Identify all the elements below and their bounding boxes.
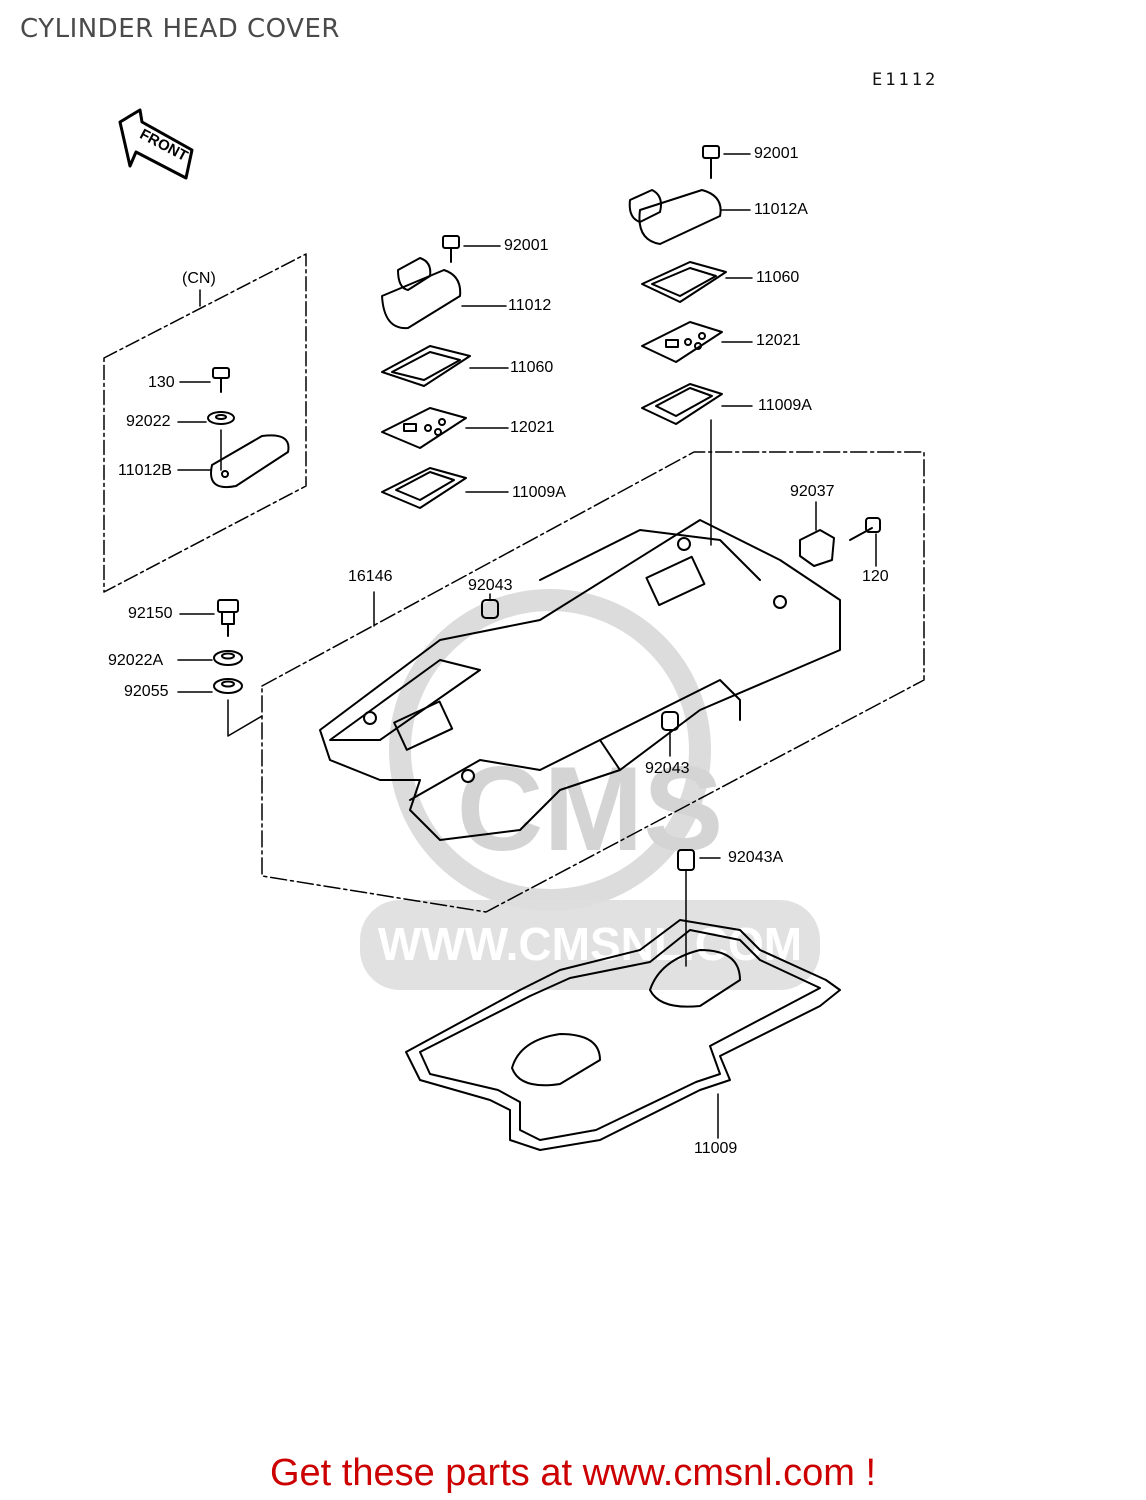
part-label-92037[interactable]: 92037 — [790, 483, 835, 500]
gasket-11009A-right-icon — [641, 383, 753, 546]
footer-link-text[interactable]: Get these parts at www.cmsnl.com ! — [269, 1452, 877, 1494]
washer-92022A-icon — [177, 650, 243, 666]
bolt-120-icon — [849, 517, 881, 567]
dowel-92043A-icon — [677, 849, 721, 967]
bolt-130-icon — [179, 367, 230, 393]
diagram-code: E1112 — [872, 70, 939, 90]
part-label-12021-left[interactable]: 12021 — [510, 419, 555, 436]
part-label-11009[interactable]: 11009 — [694, 1140, 738, 1157]
bolt-92150-icon — [179, 599, 239, 637]
breather-cover-11012A-icon — [628, 189, 751, 245]
gasket-11060-right-icon — [641, 261, 753, 303]
watermark-url: WWW.CMSNL.COM — [378, 918, 802, 970]
bolt-92001-right-icon — [702, 145, 751, 179]
washer-92022-icon — [177, 411, 235, 425]
part-label-16146[interactable]: 16146 — [348, 568, 393, 585]
part-label-92055[interactable]: 92055 — [124, 683, 169, 700]
gasket-11009A-left-icon — [381, 467, 509, 509]
front-label: FRONT — [137, 126, 191, 165]
part-label-92150[interactable]: 92150 — [128, 605, 173, 622]
part-label-11060-left[interactable]: 11060 — [510, 359, 554, 376]
part-label-92043A[interactable]: 92043A — [728, 849, 784, 866]
part-label-92022[interactable]: 92022 — [126, 413, 171, 430]
head-cover-assembly-box — [261, 451, 925, 913]
cn-group-box — [103, 253, 307, 593]
part-label-11012[interactable]: 11012 — [508, 297, 552, 314]
part-label-92001-left[interactable]: 92001 — [504, 237, 549, 254]
part-label-11009A-left[interactable]: 11009A — [512, 484, 566, 501]
part-label-11060-right[interactable]: 11060 — [756, 269, 800, 286]
part-label-12021-right[interactable]: 12021 — [756, 332, 801, 349]
part-label-11012A[interactable]: 11012A — [754, 201, 808, 218]
front-arrow-icon: FRONT — [118, 108, 194, 180]
dowel-92043-top-icon — [481, 593, 499, 619]
dowel-92043-bottom-icon — [661, 711, 679, 757]
grommet-92055-icon — [177, 678, 263, 737]
bolt-92001-left-icon — [442, 235, 501, 263]
page-title: CYLINDER HEAD COVER — [20, 14, 340, 44]
head-cover-gasket-11009-icon — [405, 919, 841, 1151]
plate-12021-left-icon — [381, 407, 509, 449]
cylinder-head-cover-16146-icon — [319, 519, 841, 841]
part-label-92001-right[interactable]: 92001 — [754, 145, 799, 162]
part-label-92043-bottom[interactable]: 92043 — [645, 760, 690, 777]
gasket-11060-left-icon — [381, 345, 509, 387]
part-label-120[interactable]: 120 — [862, 568, 889, 585]
part-label-11009A-right[interactable]: 11009A — [758, 397, 812, 414]
clamp-92037-icon — [799, 501, 835, 567]
part-label-11012B[interactable]: 11012B — [118, 462, 172, 479]
part-label-92022A[interactable]: 92022A — [108, 652, 164, 669]
part-label-130[interactable]: 130 — [148, 374, 175, 391]
part-label-92043-top[interactable]: 92043 — [468, 577, 513, 594]
cover-plate-11012B-icon — [177, 429, 290, 488]
group-label: (CN) — [182, 270, 216, 287]
breather-cover-11012-icon — [381, 257, 507, 330]
plate-12021-right-icon — [641, 321, 753, 363]
